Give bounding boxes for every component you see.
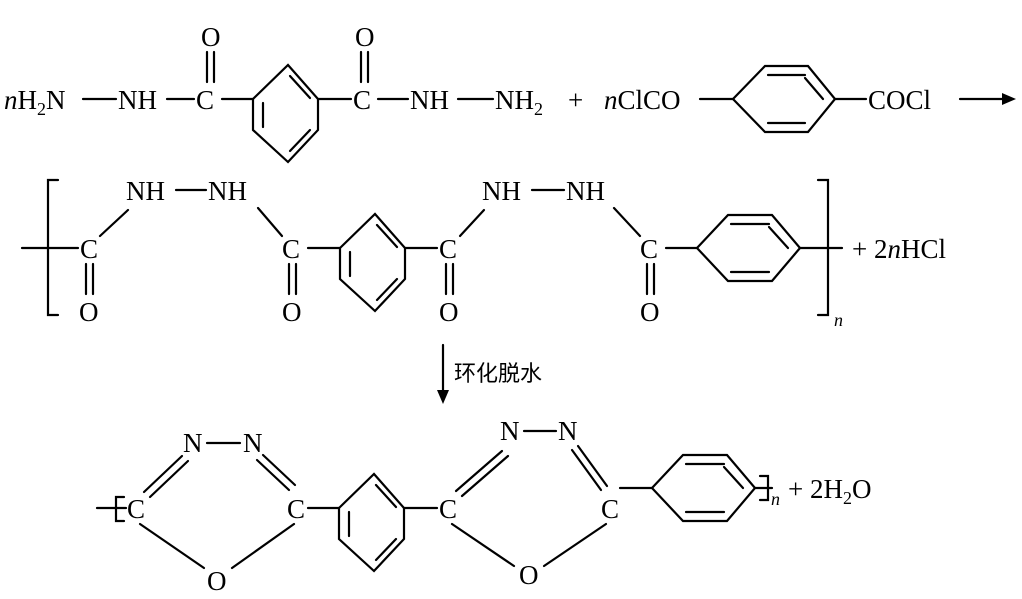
ring-o-label: O [207, 566, 227, 596]
nh2-label: NH2 [495, 85, 543, 119]
carbonyl-o-label: O [79, 297, 99, 327]
right-bracket [816, 178, 830, 317]
double-bond [454, 449, 504, 493]
reaction-step-1: nH2N NH C O C O NH NH2 + nClCO [4, 22, 1016, 164]
left-bracket [114, 495, 126, 523]
nh-label: NH [410, 85, 449, 115]
ring-n-label: N [558, 416, 578, 446]
carbonyl-c-label: C [196, 85, 214, 115]
double-bond [142, 454, 184, 494]
ring-c-label: C [287, 494, 305, 524]
polyhydrazide-repeat-unit: C O NH NH C O C O NH NH C O [20, 176, 946, 330]
ring-n-label: N [243, 428, 263, 458]
double-bond [261, 453, 297, 487]
arrow-head [1002, 93, 1016, 105]
ring-c-label: C [601, 494, 619, 524]
carbonyl-o-label: O [355, 22, 375, 52]
carbonyl-c-label: C [80, 234, 98, 264]
bond [138, 522, 206, 570]
double-bond [570, 448, 603, 492]
nh-label: NH [482, 176, 521, 206]
bond [542, 522, 608, 568]
carbonyl-o-label: O [439, 297, 459, 327]
benzene-ring [650, 453, 757, 523]
bond [256, 206, 284, 238]
repeat-subscript: n [771, 489, 780, 509]
nh-label: NH [118, 85, 157, 115]
benzene-ring [251, 63, 320, 164]
double-bond [460, 454, 510, 498]
ring-n-label: N [183, 428, 203, 458]
benzene-ring [337, 472, 406, 573]
carbonyl-o-label: O [201, 22, 221, 52]
double-bond [255, 458, 291, 492]
carbonyl-o-label: O [282, 297, 302, 327]
bond [450, 522, 516, 568]
carbonyl-c-label: C [640, 234, 658, 264]
polyoxadiazole-repeat-unit: C N N C O C N N C O [95, 416, 871, 596]
bond [230, 522, 296, 570]
byproduct-label: + 2nHCl [852, 234, 946, 264]
carbonyl-c-label: C [353, 85, 371, 115]
reactant1-label: nH2N [4, 85, 66, 119]
reaction-condition: 环化脱水 [454, 362, 542, 387]
nh-label: NH [126, 176, 165, 206]
reactant2-label: nClCO [604, 85, 681, 115]
benzene-ring [695, 213, 802, 283]
cocl-label: COCl [868, 85, 931, 115]
nh-label: NH [208, 176, 247, 206]
double-bond [148, 459, 190, 499]
ring-c-label: C [439, 494, 457, 524]
ring-n-label: N [500, 416, 520, 446]
bond [98, 208, 130, 238]
ring-c-label: C [127, 494, 145, 524]
benzene-ring [338, 212, 407, 313]
right-bracket [758, 474, 770, 502]
repeat-subscript: n [834, 310, 843, 330]
ring-o-label: O [519, 560, 539, 590]
byproduct-label: + 2H2O [788, 474, 871, 508]
arrow-head [437, 390, 449, 404]
carbonyl-c-label: C [439, 234, 457, 264]
nh-label: NH [566, 176, 605, 206]
plus-sign: + [568, 85, 583, 115]
reaction-step-2-arrow: 环化脱水 [437, 343, 542, 404]
carbonyl-c-label: C [282, 234, 300, 264]
double-bond [576, 444, 609, 488]
benzene-ring [731, 64, 837, 134]
carbonyl-o-label: O [640, 297, 660, 327]
bond [458, 208, 486, 238]
bond [612, 206, 642, 238]
